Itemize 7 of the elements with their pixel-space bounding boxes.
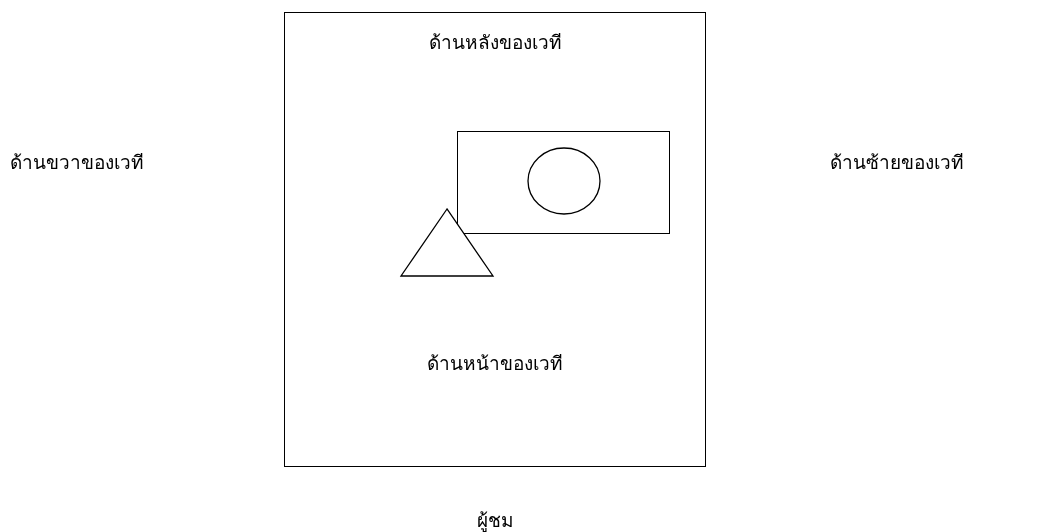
stage-side-label: ด้านหลังของเวที xyxy=(427,30,563,55)
stage-outline xyxy=(284,12,706,467)
stage-side-label: ด้านซ้ายของเวที xyxy=(830,150,964,175)
rectangle-shape xyxy=(457,131,670,234)
stage-side-label: ด้านหน้าของเวที xyxy=(426,351,564,376)
audience-label: ผู้ชม xyxy=(475,508,515,532)
stage-side-label: ด้านขวาของเวที xyxy=(10,150,144,175)
